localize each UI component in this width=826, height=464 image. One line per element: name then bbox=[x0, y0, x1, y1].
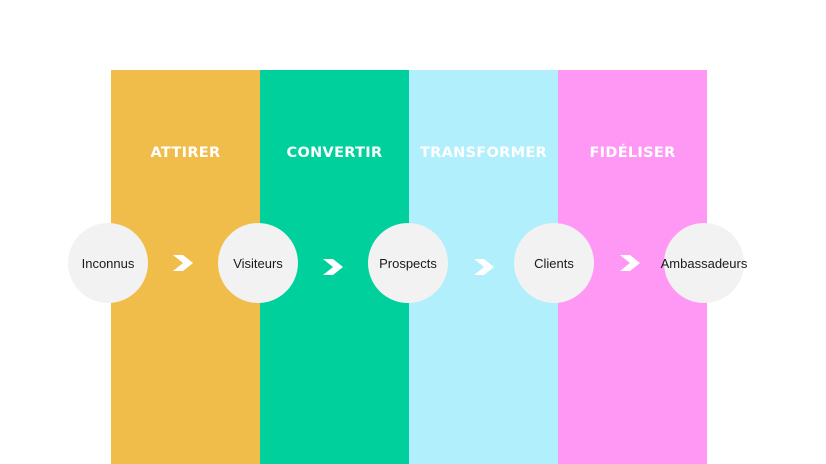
node-inconnus: Inconnus bbox=[68, 223, 148, 303]
node-label-inconnus: Inconnus bbox=[81, 255, 135, 271]
stage-title-fideliser: FIDÉLISER bbox=[589, 145, 676, 161]
node-clients: Clients bbox=[514, 223, 594, 303]
node-prospects: Prospects bbox=[368, 223, 448, 303]
node-label-ambassadeurs: Ambassadeurs bbox=[660, 255, 748, 271]
node-label-visiteurs: Visiteurs bbox=[233, 255, 283, 271]
node-visiteurs: Visiteurs bbox=[218, 223, 298, 303]
stage-title-transformer: TRANSFORMER bbox=[419, 145, 548, 161]
stage-title-convertir: CONVERTIR bbox=[286, 145, 383, 161]
node-label-clients: Clients bbox=[534, 255, 574, 271]
chevron-right-icon bbox=[172, 255, 194, 271]
node-label-prospects: Prospects bbox=[379, 255, 437, 271]
chevron-right-icon bbox=[322, 259, 344, 275]
stage-title-attirer: ATTIRER bbox=[150, 145, 221, 161]
chevron-right-icon bbox=[473, 259, 495, 275]
chevron-right-icon bbox=[619, 255, 641, 271]
node-ambassadeurs: Ambassadeurs bbox=[661, 223, 747, 303]
